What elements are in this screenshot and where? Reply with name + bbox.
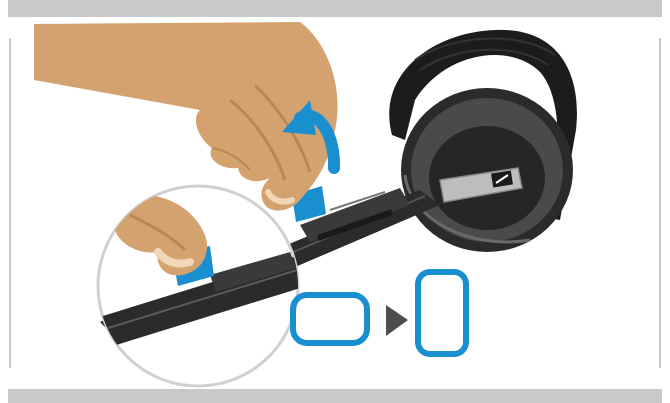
zoom-detail [90, 186, 310, 386]
vertical-shape-icon [418, 272, 466, 354]
horizontal-shape-icon [293, 295, 367, 343]
triangle-right-icon [386, 305, 408, 336]
hand [34, 22, 338, 211]
ear-cup [401, 88, 573, 252]
bottom-border-bar [8, 389, 662, 403]
